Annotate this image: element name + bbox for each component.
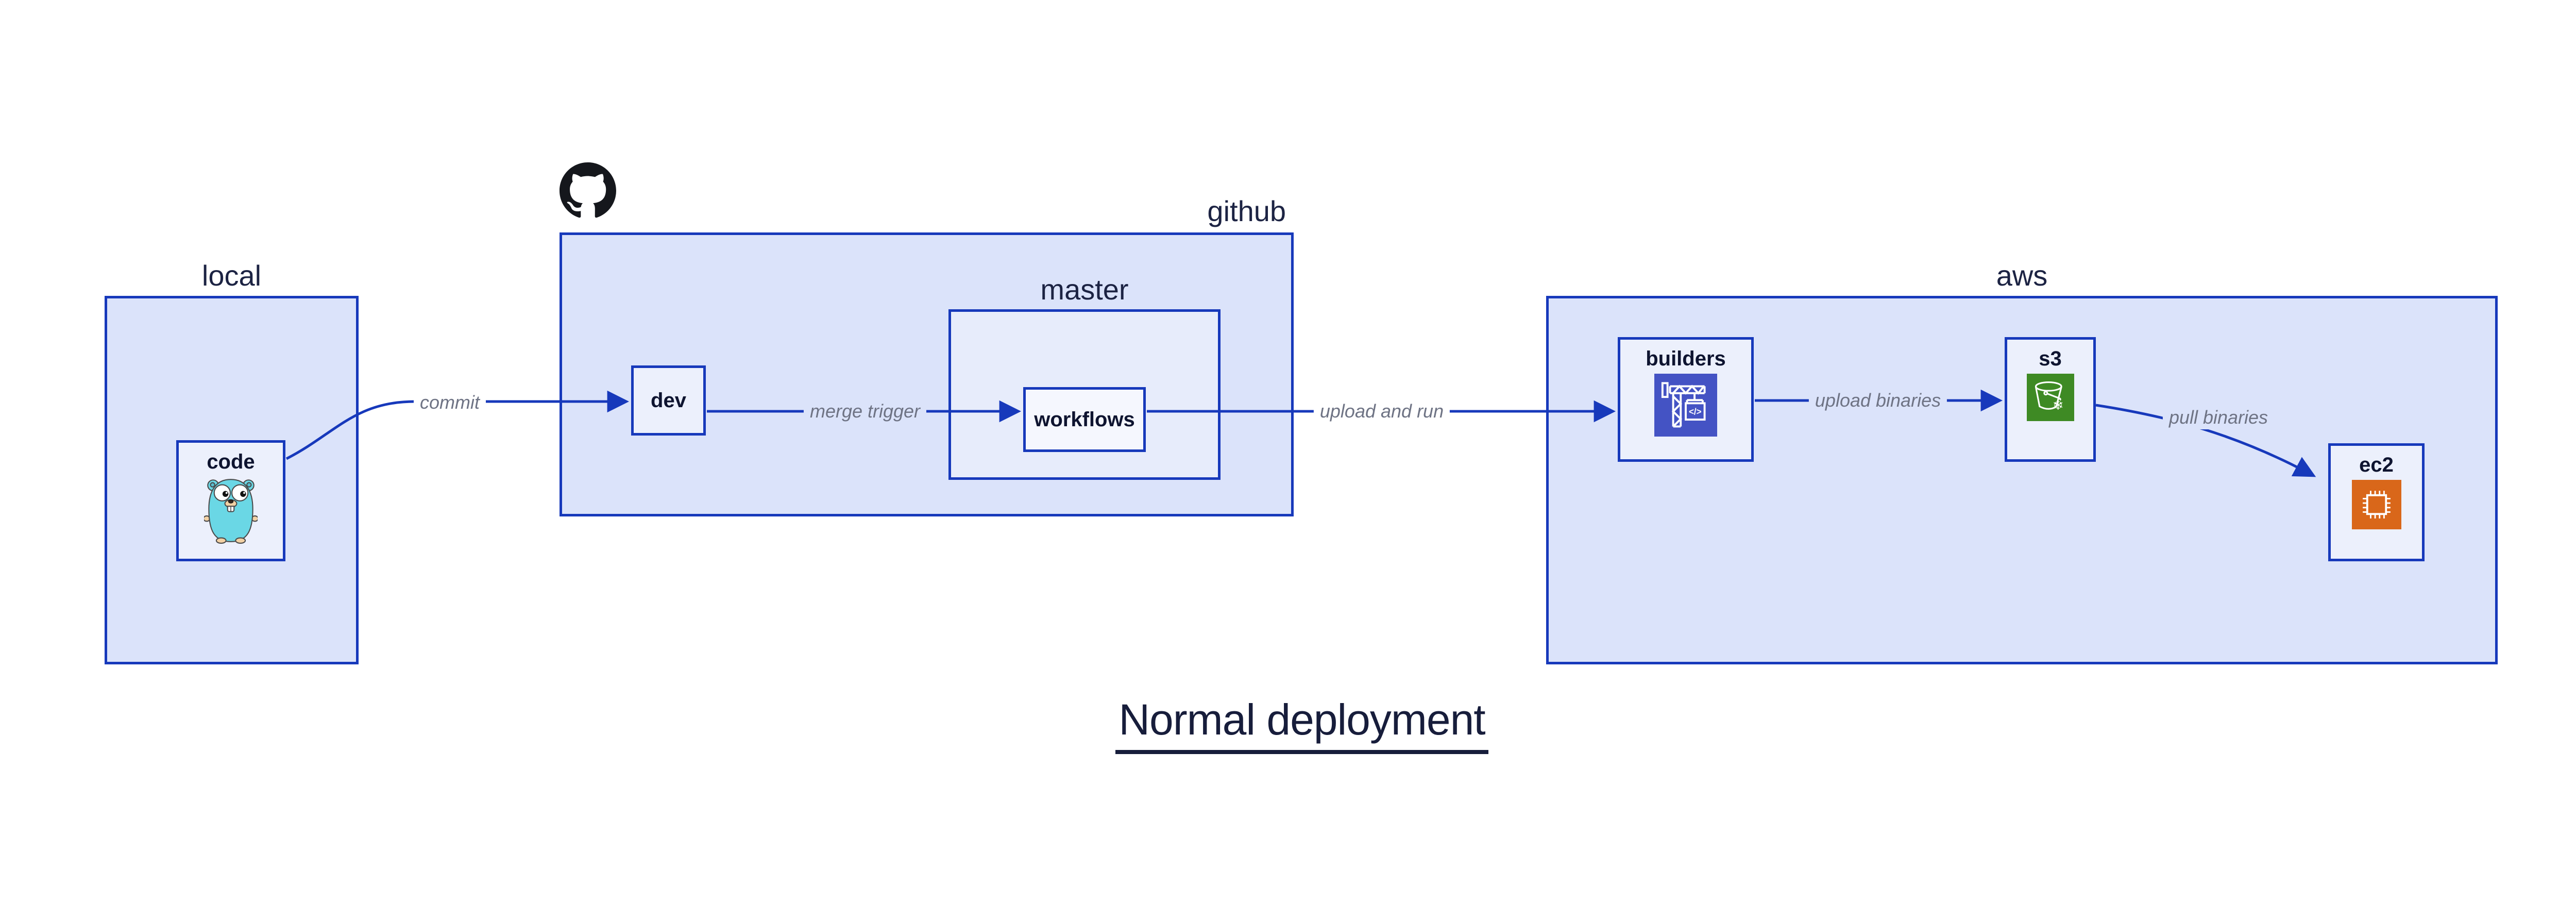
container-aws-label: aws [1996, 259, 2048, 292]
node-workflows-label: workflows [1034, 408, 1135, 431]
edge-label-upload-binaries: upload binaries [1808, 389, 1947, 412]
svg-text:❄: ❄ [2052, 398, 2063, 413]
aws-ec2-icon [2351, 480, 2401, 529]
node-code-label: code [207, 450, 255, 473]
edge-label-commit: commit [414, 391, 486, 414]
node-ec2-label: ec2 [2359, 454, 2394, 476]
container-master-label: master [1040, 273, 1129, 306]
node-dev: dev [631, 365, 706, 436]
title-row: Normal deployment [0, 695, 2576, 754]
node-code: code [176, 440, 285, 561]
node-workflows: workflows [1023, 387, 1146, 452]
node-s3-label: s3 [2039, 347, 2062, 370]
node-dev-label: dev [651, 389, 686, 412]
edge-label-merge-trigger: merge trigger [803, 399, 927, 423]
edge-label-pull-binaries: pull binaries [2162, 406, 2275, 429]
diagram-title: Normal deployment [1115, 695, 1488, 754]
aws-s3-glacier-icon: ❄ [2026, 374, 2074, 421]
node-builders-label: builders [1646, 347, 1726, 370]
aws-codebuild-icon: </> [1654, 374, 1717, 437]
node-builders: builders </> [1618, 337, 1754, 462]
container-github-label: github [1207, 195, 1286, 227]
go-gopher-icon [204, 479, 258, 544]
svg-text:</>: </> [1689, 407, 1702, 416]
edge-label-upload-and-run: upload and run [1313, 399, 1450, 423]
node-ec2: ec2 [2328, 443, 2425, 561]
container-local-label: local [201, 259, 262, 292]
node-s3: s3 ❄ [2005, 337, 2096, 462]
github-logo-icon [560, 162, 616, 218]
